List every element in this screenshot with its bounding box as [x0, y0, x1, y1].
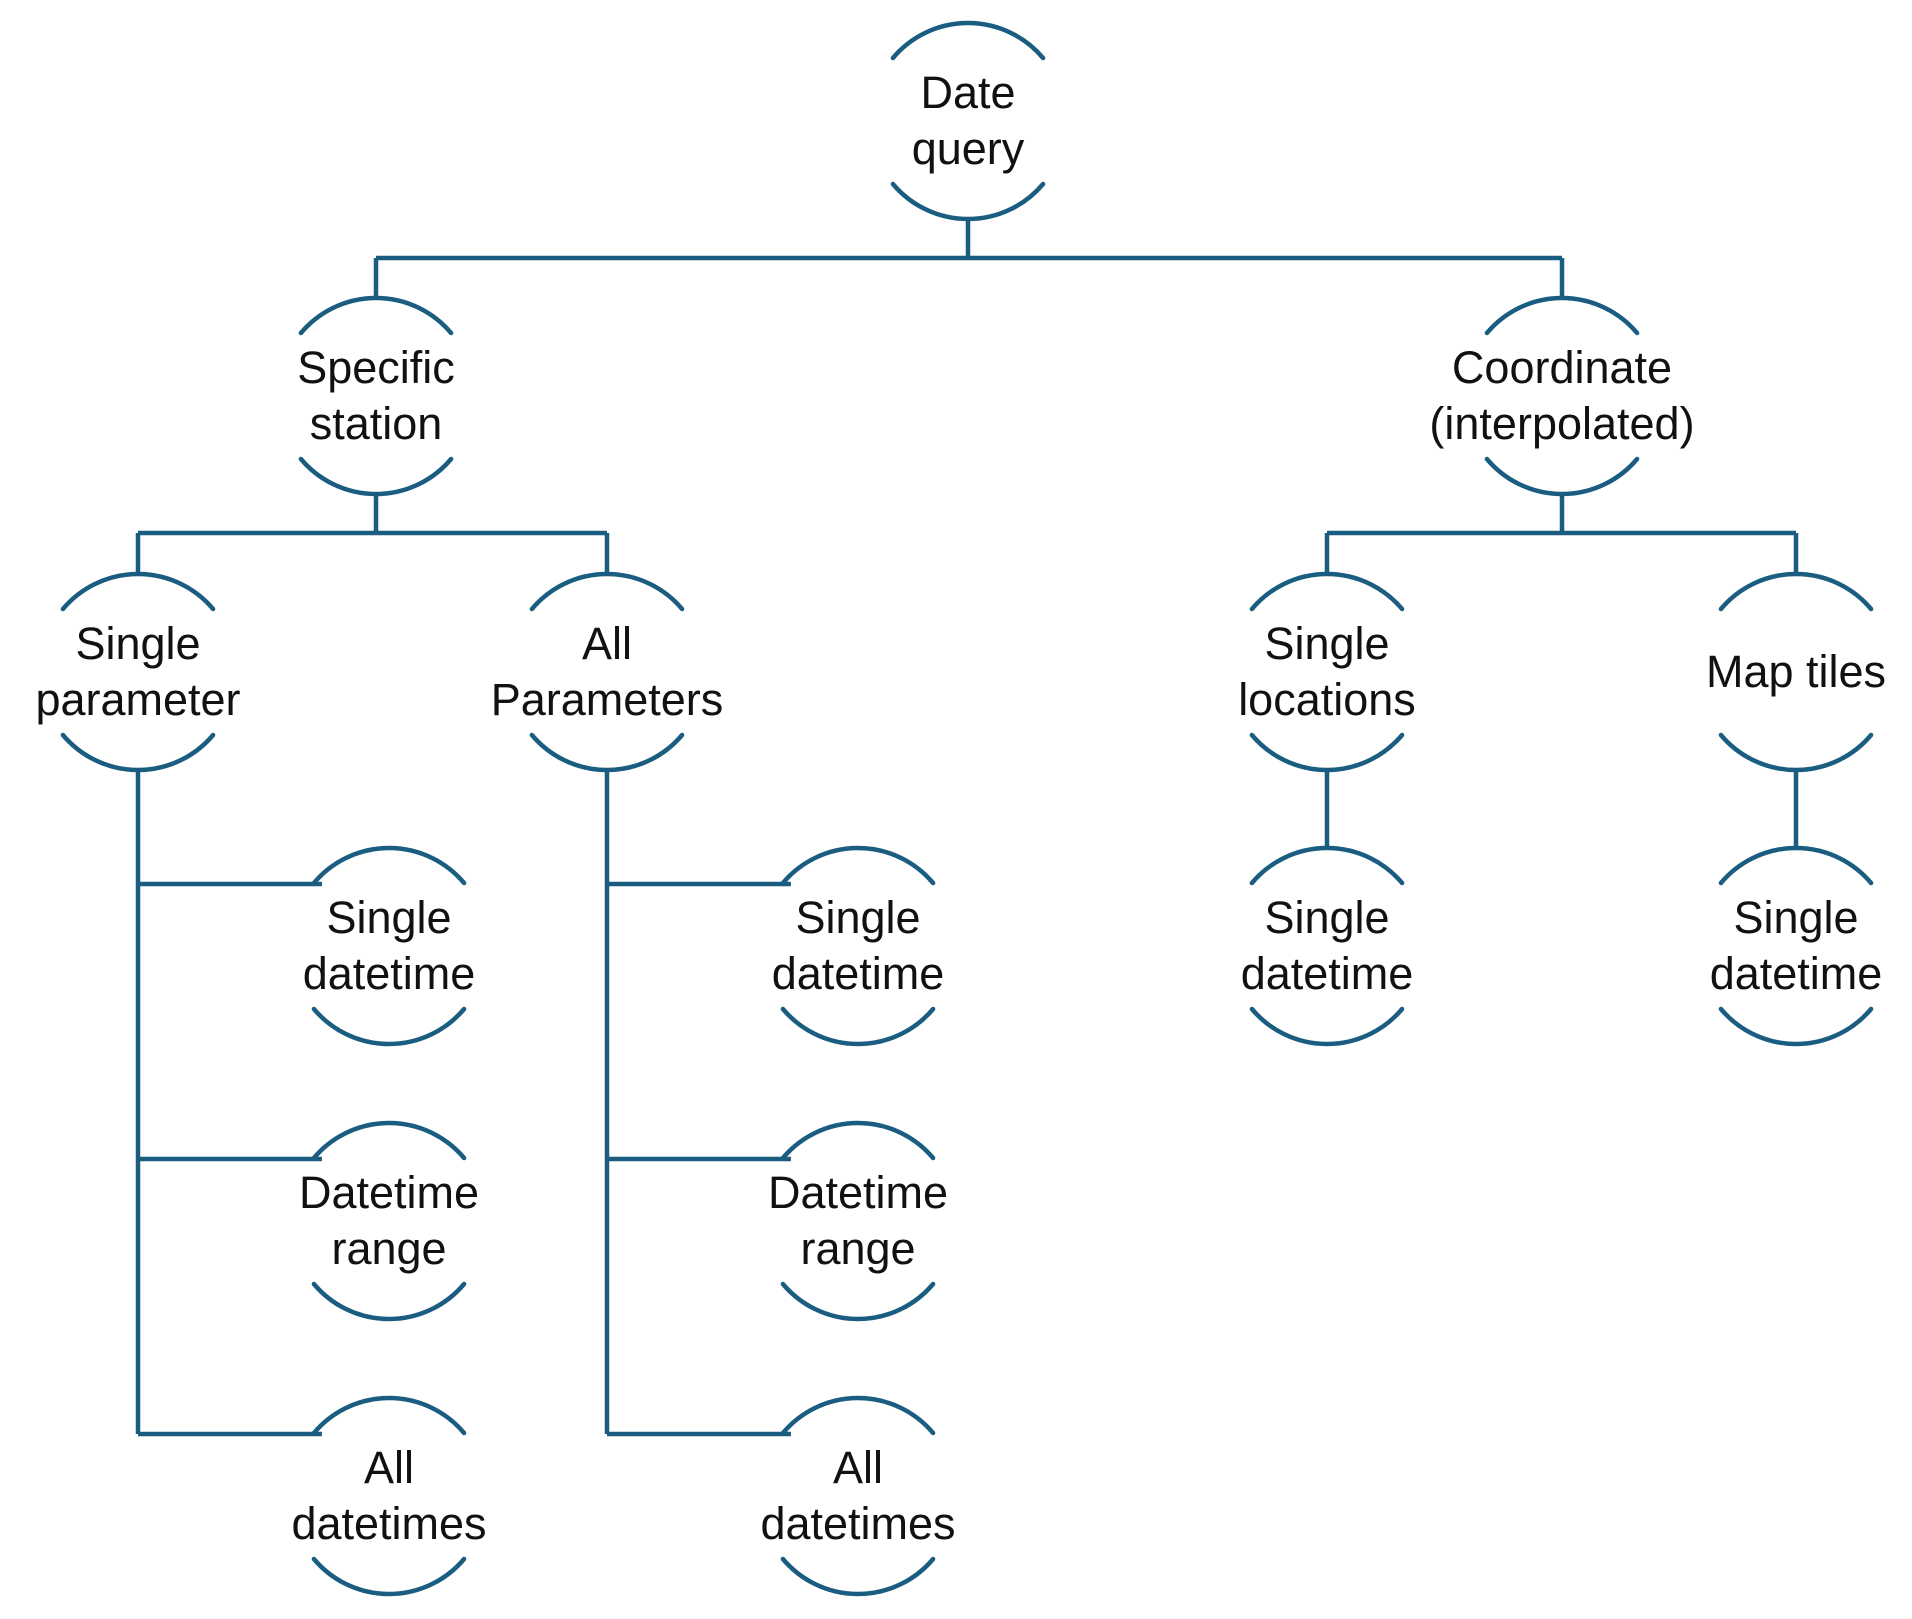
node-label-line: Parameters [491, 674, 724, 725]
node-top-arc [780, 845, 936, 886]
node-label-line: Coordinate [1452, 342, 1672, 393]
node-label-line: datetimes [760, 1498, 955, 1549]
node-label-line: query [912, 123, 1025, 174]
node-top-arc [529, 571, 685, 612]
node-label-line: locations [1238, 674, 1416, 725]
node-label-line: datetimes [291, 1498, 486, 1549]
node-bottom-arc [780, 1006, 936, 1047]
node-bottom-arc [1484, 456, 1640, 497]
node-bottom-arc [311, 1281, 467, 1322]
node-bottom-arc [780, 1556, 936, 1597]
node-top-arc [780, 1120, 936, 1161]
node-label-line: All [364, 1442, 414, 1493]
connectors [135, 219, 1799, 1437]
node-bottom-arc [60, 732, 216, 773]
node-coord: Coordinate(interpolated) [1429, 295, 1695, 497]
node-top-arc [780, 1395, 936, 1436]
node-bottom-arc [311, 1556, 467, 1597]
node-bottom-arc [890, 181, 1046, 222]
node-label-line: Single [1733, 892, 1858, 943]
node-bottom-arc [1249, 1006, 1405, 1047]
node-top-arc [60, 571, 216, 612]
node-label-line: datetime [1710, 948, 1883, 999]
node-top-arc [311, 1395, 467, 1436]
node-bottom-arc [311, 1006, 467, 1047]
node-label-line: Specific [297, 342, 455, 393]
node-label-line: range [800, 1223, 915, 1274]
node-bottom-arc [1718, 732, 1874, 773]
node-label-line: Map tiles [1706, 646, 1886, 697]
node-top-arc [298, 295, 454, 336]
node-label-line: station [310, 398, 443, 449]
node-label-line: Single [1264, 618, 1389, 669]
node-label-line: Single [795, 892, 920, 943]
node-top-arc [311, 845, 467, 886]
node-label-line: All [833, 1442, 883, 1493]
node-label-line: Single [326, 892, 451, 943]
node-top-arc [1718, 845, 1874, 886]
node-top-arc [1249, 571, 1405, 612]
node-label-line: Single [1264, 892, 1389, 943]
node-label-line: Datetime [299, 1167, 479, 1218]
node-bottom-arc [1718, 1006, 1874, 1047]
node-bottom-arc [1249, 732, 1405, 773]
node-label-line: Date [920, 67, 1015, 118]
node-top-arc [890, 20, 1046, 61]
node-label-line: Single [75, 618, 200, 669]
node-top-arc [311, 1120, 467, 1161]
node-label-line: range [331, 1223, 446, 1274]
node-bottom-arc [780, 1281, 936, 1322]
node-label-line: Datetime [768, 1167, 948, 1218]
node-bottom-arc [529, 732, 685, 773]
node-bottom-arc [298, 456, 454, 497]
node-top-arc [1249, 845, 1405, 886]
node-top-arc [1484, 295, 1640, 336]
node-label-line: (interpolated) [1429, 398, 1694, 449]
node-top-arc [1718, 571, 1874, 612]
node-label-line: datetime [772, 948, 945, 999]
node-label-line: datetime [1241, 948, 1414, 999]
node-label-line: parameter [35, 674, 240, 725]
node-label-line: All [582, 618, 632, 669]
node-label-line: datetime [303, 948, 476, 999]
node-mt: Map tiles [1706, 571, 1886, 773]
